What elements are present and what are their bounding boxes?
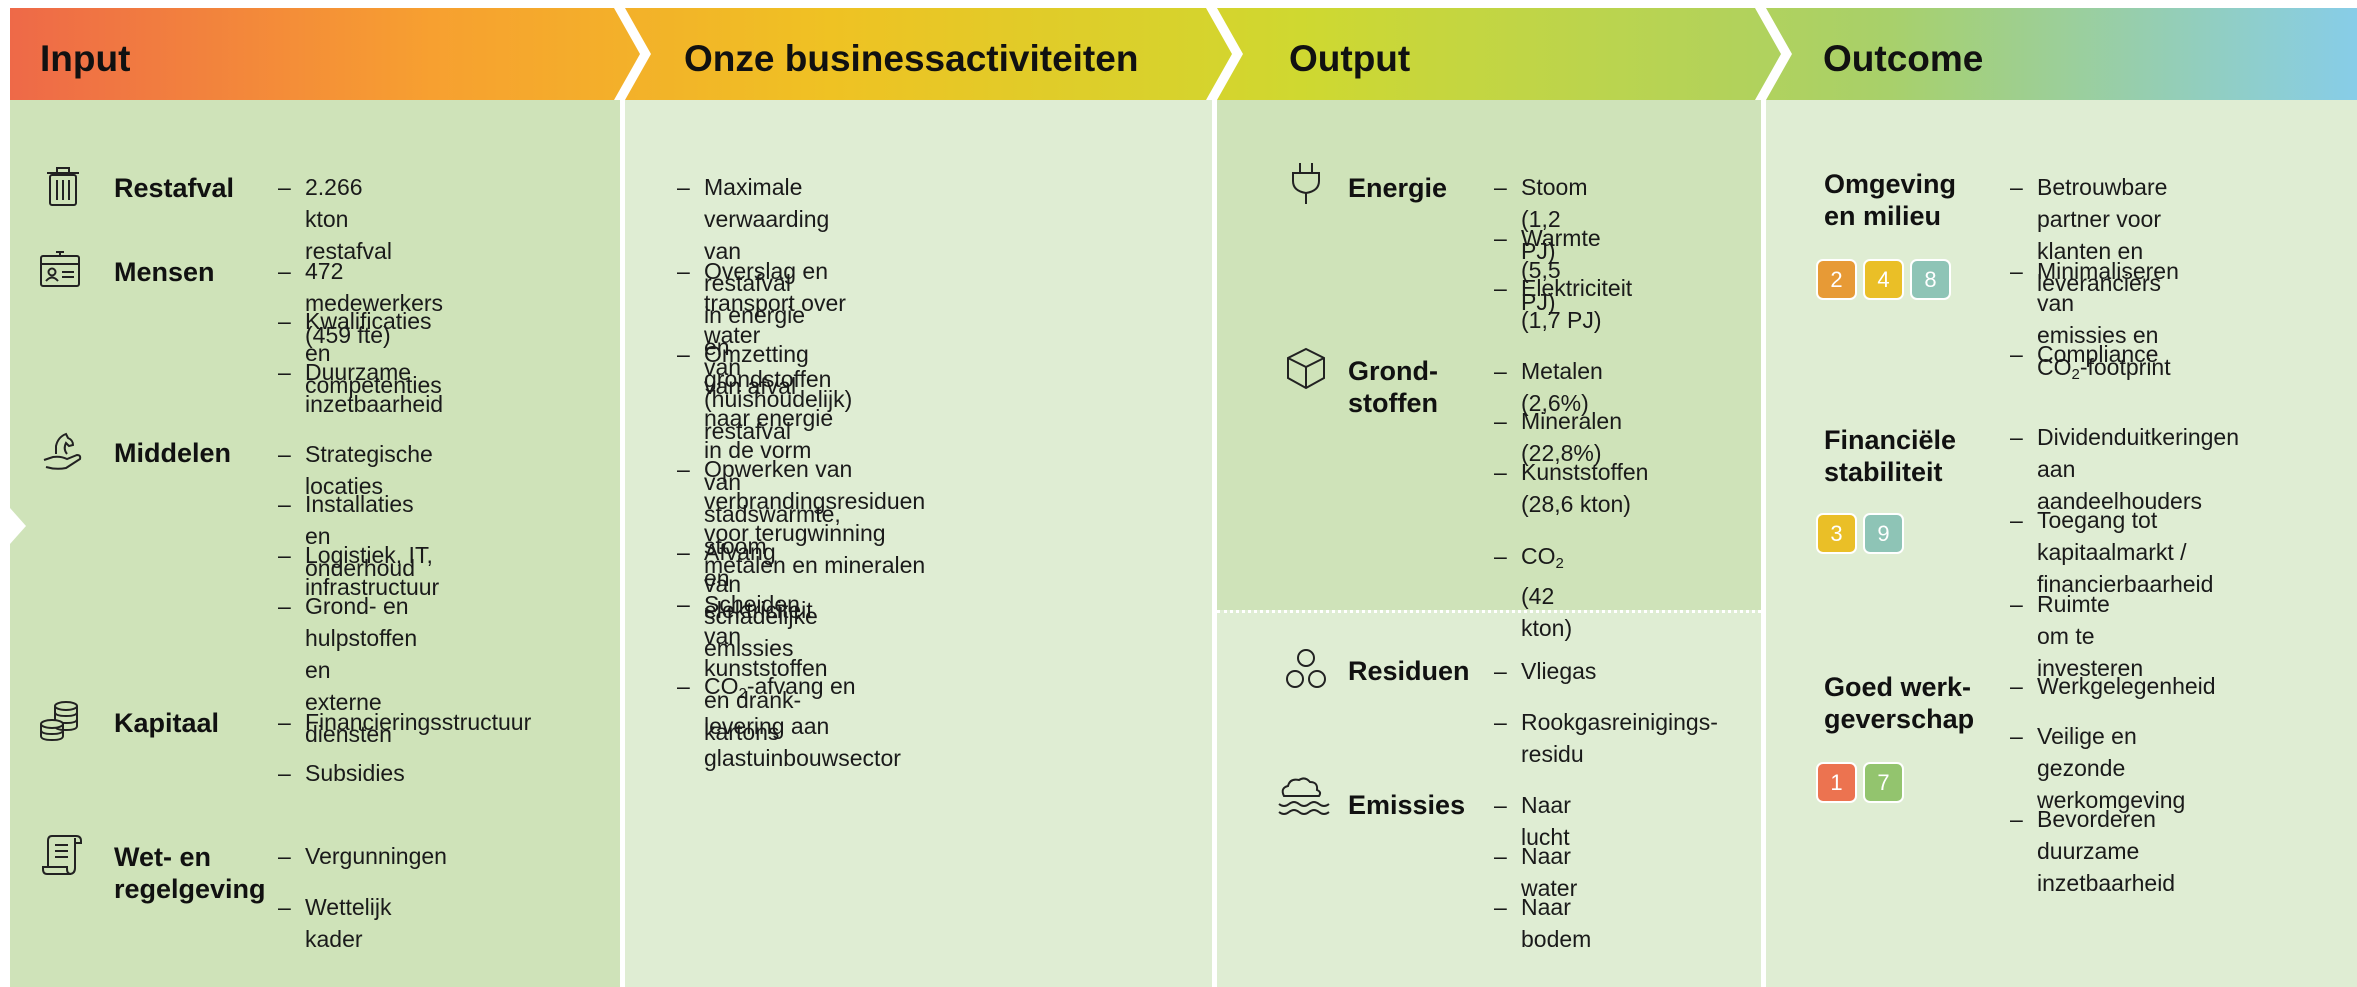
hand-chess-knight-icon (40, 428, 86, 474)
cat-grondstoffen: Grond- stoffen (1348, 356, 1438, 418)
cat-restafval: Restafval (114, 173, 235, 203)
plug-icon (1283, 160, 1329, 206)
header-input: Input (40, 38, 131, 79)
cat-energie: Energie (1348, 173, 1448, 203)
cat-omgeving-milieu: Omgeving en milieu (1824, 169, 1957, 231)
id-card-icon (37, 248, 83, 294)
sdg-badge: 7 (1863, 762, 1904, 803)
cat-wet-regelgeving: Wet- en regelgeving (114, 842, 266, 904)
header-business: Onze businessactiviteiten (684, 38, 1139, 79)
header-output: Output (1289, 38, 1411, 79)
output-lower-section (1217, 610, 1761, 987)
sdg-badges: 3 9 (1816, 513, 1904, 554)
cube-icon (1283, 346, 1329, 392)
input-notch (10, 508, 26, 544)
circles-icon (1283, 647, 1329, 693)
cat-mensen: Mensen (114, 257, 215, 287)
sdg-badges: 1 7 (1816, 762, 1904, 803)
sdg-badge: 2 (1816, 259, 1857, 300)
header-outcome: Outcome (1823, 38, 1984, 79)
sdg-badges: 2 4 8 (1816, 259, 1951, 300)
sdg-badge: 8 (1910, 259, 1951, 300)
header-band: Input Onze businessactiviteiten Output O… (10, 8, 2357, 100)
sdg-badge: 4 (1863, 259, 1904, 300)
business-panel (625, 100, 1212, 987)
trash-bin-icon (40, 163, 86, 209)
sdg-badge: 1 (1816, 762, 1857, 803)
document-scroll-icon (40, 832, 86, 878)
cat-emissies: Emissies (1348, 790, 1466, 820)
input-panel (10, 100, 620, 987)
cat-residuen: Residuen (1348, 656, 1470, 686)
output-panel (1217, 100, 1761, 987)
cat-kapitaal: Kapitaal (114, 708, 220, 738)
cat-goed-werkgeverschap: Goed werk- geverschap (1824, 672, 1975, 734)
output-divider (1217, 610, 1761, 613)
header-gradient (10, 8, 2357, 100)
coin-stack-icon (36, 698, 82, 744)
sdg-badge: 9 (1863, 513, 1904, 554)
cat-financiele-stabiliteit: Financiële stabiliteit (1824, 425, 1957, 487)
sdg-badge: 3 (1816, 513, 1857, 554)
cloud-water-icon (1276, 774, 1336, 820)
cat-middelen: Middelen (114, 438, 232, 468)
